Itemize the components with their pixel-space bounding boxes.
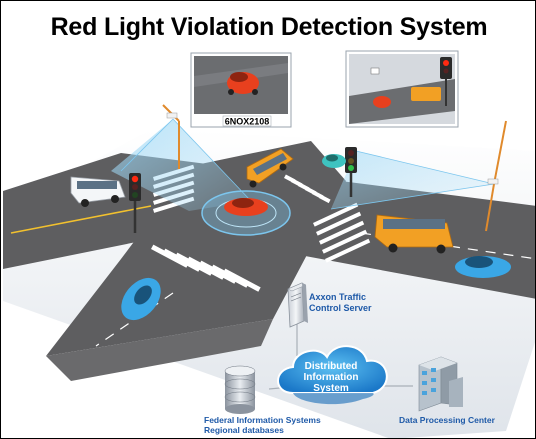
traffic-server-icon [287, 282, 308, 328]
crosswalk-east [313, 202, 371, 263]
server-label-line1: Axxon Traffic [309, 292, 366, 302]
crosswalk-north [283, 174, 331, 204]
car-red-violator [224, 198, 268, 216]
license-plate-text: 6NOX2108 [225, 117, 270, 127]
car-blue-east [455, 256, 511, 278]
camera-pole-right [485, 120, 507, 232]
car-teal-north [322, 154, 346, 168]
bus-orange-north [246, 148, 294, 188]
traffic-light-north [345, 147, 357, 197]
crosswalk-south [150, 244, 261, 292]
cloud-label-line3: System [313, 383, 349, 394]
camera-view-plate: 6NOX2108 [190, 52, 292, 128]
car-blue-south [121, 277, 161, 321]
traffic-light-west [129, 173, 141, 233]
cloud-icon [277, 345, 388, 405]
bus-white [70, 176, 126, 207]
cloud-label-line2: Information [304, 372, 359, 383]
cloud-label-line1: Distributed [305, 361, 358, 372]
camera-view-intersection [345, 50, 459, 128]
data-center-label: Data Processing Center [399, 415, 496, 425]
database-label-line1: Federal Information Systems [204, 415, 321, 425]
data-center-icon [418, 356, 463, 412]
database-label-line2: Regional databases [204, 425, 284, 435]
camera-beams [111, 118, 495, 211]
server-label-line2: Control Server [309, 303, 372, 313]
bus-orange-east [374, 214, 454, 254]
camera-pole-left [162, 104, 180, 169]
page-title: Red Light Violation Detection System [50, 13, 488, 41]
database-icon [224, 365, 256, 414]
